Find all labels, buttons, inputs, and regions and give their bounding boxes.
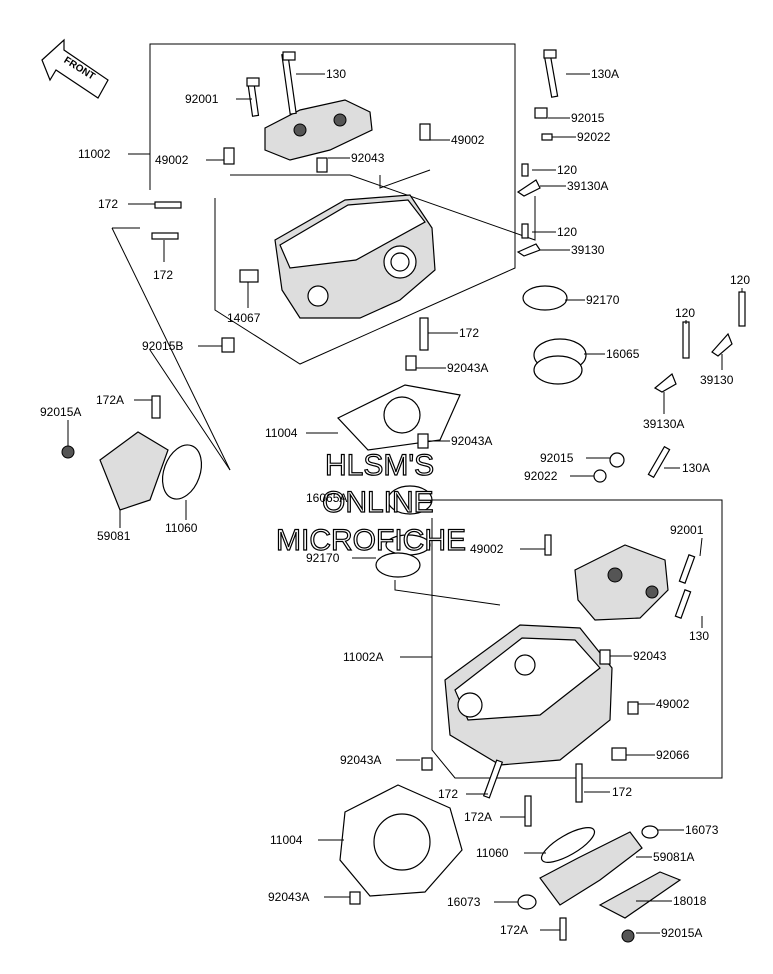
callout-172A: 172A [500,923,528,937]
lower-cam-holder [574,544,696,621]
lower-intake-pipe [517,825,682,943]
callout-172: 172 [153,268,173,282]
callout-92015: 92015 [540,451,574,465]
watermark-line-1: HLSM'S [325,449,434,482]
callout-130A: 130A [682,461,710,475]
callout-172: 172 [438,787,458,801]
callout-16065A: 16065A [306,491,347,505]
mid-right-fasteners [544,445,671,556]
callout-92015: 92015 [571,111,605,125]
callout-16073: 16073 [685,823,719,837]
upper-intake-joint [522,285,587,385]
callout-39130: 39130 [700,373,734,387]
callout-92015A: 92015A [40,405,81,419]
callout-49002: 49002 [155,153,189,167]
callout-11002: 11002 [78,147,111,161]
callout-92001: 92001 [670,523,704,537]
upper-gasket [221,337,461,451]
callout-92170: 92170 [586,293,620,307]
leader-lines [67,73,743,934]
callout-172: 172 [98,197,118,211]
callout-92022: 92022 [524,469,558,483]
callout-92043A: 92043A [268,890,309,904]
callout-11060: 11060 [476,846,509,860]
left-intake-pipe [61,395,203,511]
callout-130A: 130A [591,67,619,81]
callout-120: 120 [730,273,750,287]
callout-130: 130 [689,629,709,643]
callout-16073: 16073 [447,895,481,909]
callout-11004: 11004 [270,833,303,847]
callout-130: 130 [326,67,346,81]
upper-cam-holder [246,51,373,161]
callout-120: 120 [557,163,577,177]
callout-39130A: 39130A [643,417,684,431]
callout-172A: 172A [464,810,492,824]
callout-16065: 16065 [606,347,640,361]
upper-right-fasteners [516,49,559,257]
callout-14067: 14067 [227,311,261,325]
callout-39130: 39130 [571,243,605,257]
mid-intake-joint [375,485,433,578]
upper-studs [151,201,429,351]
callout-172: 172 [459,326,479,340]
callout-92043A: 92043A [447,361,488,375]
callout-92015A: 92015A [661,926,702,940]
callout-59081: 59081 [97,529,131,543]
callout-92043: 92043 [633,649,667,663]
callout-39130A: 39130A [567,179,608,193]
callout-92043: 92043 [351,151,385,165]
upper-cylinder-head [223,123,436,319]
upper-frame [111,43,536,471]
callout-92170: 92170 [306,551,340,565]
callout-92022: 92022 [577,130,611,144]
watermark: HLSM'S ONLINE MICROFICHE [275,448,466,557]
callout-labels: 130 92001 11002 49002 92043 49002 130A 9… [40,67,750,940]
watermark-line-2: ONLINE [322,486,434,519]
front-arrow: FRONT [41,38,109,99]
callout-49002: 49002 [470,542,504,556]
callout-11060: 11060 [165,521,198,535]
callout-11004: 11004 [265,426,298,440]
lower-studs [482,759,583,941]
watermark-line-3: MICROFICHE [276,524,466,557]
callout-92015B: 92015B [142,339,183,353]
callout-92001: 92001 [185,92,219,106]
callout-11002A: 11002A [343,650,383,664]
callout-172A: 172A [96,393,124,407]
callout-59081A: 59081A [653,850,694,864]
callout-92043A: 92043A [340,753,381,767]
lower-frame [394,499,723,779]
callout-92043A: 92043A [451,434,492,448]
callout-120: 120 [557,225,577,239]
callout-172: 172 [612,785,632,799]
callout-92066: 92066 [656,748,690,762]
callout-120: 120 [675,306,695,320]
lower-cylinder-head [421,624,639,771]
callout-49002: 49002 [656,697,690,711]
callout-18018: 18018 [673,894,707,908]
lower-gasket [339,784,463,905]
callout-49002: 49002 [451,133,485,147]
